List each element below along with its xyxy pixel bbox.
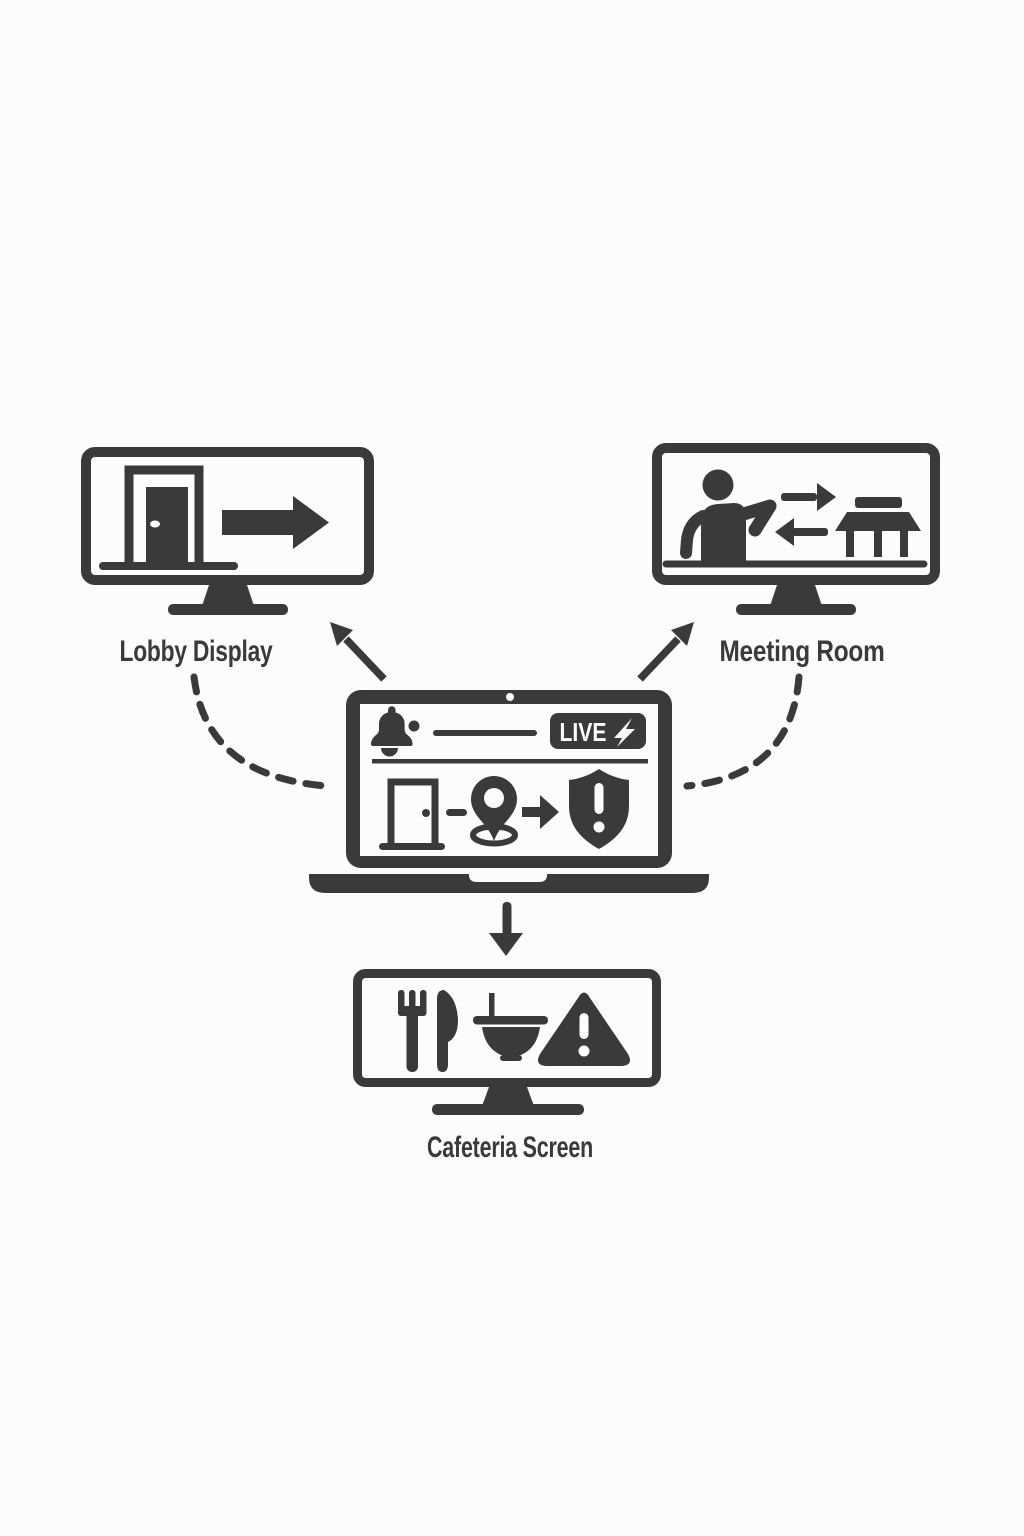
- meeting-monitor-stand: [736, 585, 856, 615]
- lobby-monitor-frame: [81, 447, 374, 585]
- lobby-display-label: Lobby Display: [120, 635, 273, 668]
- hub-laptop-node: LIVE: [309, 690, 709, 893]
- cafeteria-screen-node: Cafeteria Screen: [353, 969, 661, 1164]
- flow-dash: [446, 809, 467, 816]
- cafeteria-monitor-frame: [353, 969, 661, 1087]
- notification-bell-icon: [371, 706, 420, 757]
- meeting-monitor-frame: [652, 443, 940, 585]
- connector-hub-to-meeting-arrow: [637, 622, 694, 682]
- screen-divider-line: [372, 759, 648, 764]
- meeting-room-node: Meeting Room: [652, 443, 940, 668]
- lightning-bolt-icon: [614, 718, 635, 747]
- cafeteria-monitor-stand: [432, 1087, 584, 1115]
- lobby-display-node: Lobby Display: [81, 447, 374, 668]
- meeting-room-label: Meeting Room: [720, 635, 885, 668]
- location-pin-icon: [470, 776, 518, 847]
- live-badge: LIVE: [550, 713, 646, 749]
- flow-arrow-icon: [522, 795, 559, 829]
- connector-hub-to-lobby-arrow: [330, 622, 387, 682]
- laptop-camera-dot: [506, 693, 514, 701]
- table-icon: [835, 497, 921, 557]
- connector-meeting-dashed-curve: [683, 673, 803, 790]
- connector-hub-to-cafeteria-arrow: [489, 902, 523, 956]
- door-icon: [99, 465, 238, 570]
- knife-icon: [437, 990, 458, 1072]
- presenter-icon: [662, 469, 928, 568]
- fork-icon: [398, 990, 427, 1072]
- lobby-monitor-stand: [168, 585, 288, 615]
- cafeteria-screen-label: Cafeteria Screen: [427, 1131, 593, 1164]
- exit-arrow-icon: [222, 496, 329, 549]
- security-shield-alert-icon: [569, 769, 629, 849]
- live-badge-label: LIVE: [560, 717, 607, 747]
- swap-arrows-icon: [775, 483, 836, 546]
- warning-triangle-icon: [538, 992, 630, 1066]
- connector-lobby-dashed-curve: [190, 673, 330, 790]
- door-icon: [379, 778, 445, 850]
- ticker-line: [433, 730, 537, 736]
- bowl-icon: [473, 993, 548, 1061]
- laptop-base: [309, 874, 709, 893]
